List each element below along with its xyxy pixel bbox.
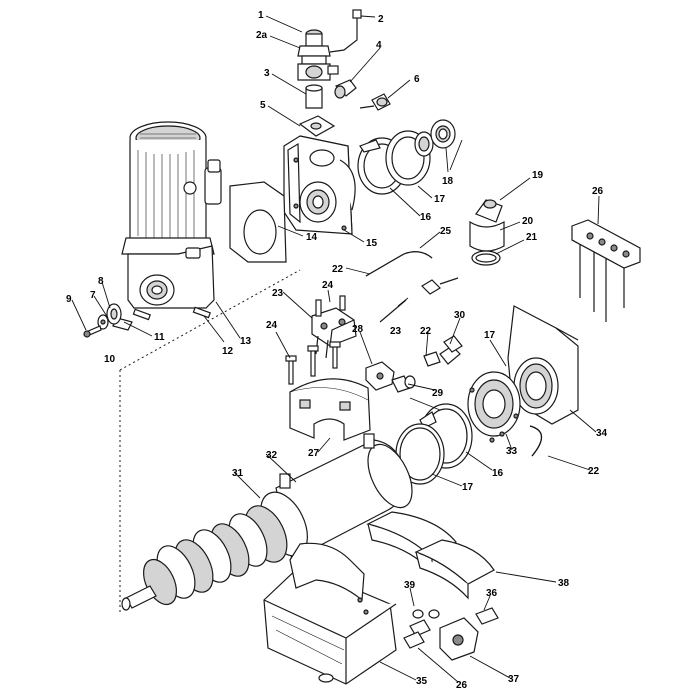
shaft-parts-7-8-9 [83, 303, 122, 338]
barrel [275, 433, 413, 561]
callout-16-lower: 16 [492, 468, 504, 479]
callout-26-lower: 26 [456, 680, 468, 691]
callout-7: 7 [90, 290, 96, 301]
callout-27: 27 [308, 448, 320, 459]
leader-lines [71, 15, 600, 683]
callout-22-middle: 22 [420, 326, 432, 337]
valve-assembly [297, 9, 362, 137]
callout-12: 12 [222, 346, 234, 357]
callout-11: 11 [154, 332, 165, 343]
callout-22-upper: 22 [332, 264, 344, 275]
bolts-24-lower [285, 341, 341, 385]
callout-36: 36 [486, 588, 498, 599]
half-clamp [289, 378, 371, 441]
motor-gearbox [112, 121, 222, 331]
hoses [365, 251, 543, 457]
callout-23-left: 23 [272, 288, 284, 299]
callout-23-right: 23 [390, 326, 402, 337]
callout-1: 1 [258, 10, 264, 21]
callout-25: 25 [440, 226, 452, 237]
callout-38: 38 [558, 578, 570, 589]
clamp-rings-middle [395, 371, 521, 485]
callout-34: 34 [596, 428, 608, 439]
callout-30: 30 [454, 310, 466, 321]
callout-31: 31 [232, 468, 244, 479]
callout-17-upper: 17 [434, 194, 446, 205]
callout-10: 10 [104, 354, 116, 365]
callout-5: 5 [260, 100, 266, 111]
valve-part-6 [359, 93, 391, 111]
callout-26-upper: 26 [592, 186, 604, 197]
callout-24-upper: 24 [322, 280, 334, 291]
callout-17-lower: 17 [462, 482, 474, 493]
inlet-neck [469, 199, 505, 266]
callout-39: 39 [404, 580, 416, 591]
callout-17-right: 17 [484, 330, 496, 341]
callout-22-lower: 22 [588, 466, 600, 477]
callout-14: 14 [306, 232, 318, 243]
callout-2: 2 [378, 14, 384, 25]
callout-15: 15 [366, 238, 378, 249]
clamp-rings-upper [357, 119, 456, 195]
callout-9: 9 [66, 294, 72, 305]
callout-13: 13 [240, 336, 252, 347]
assembly-guide-line [119, 269, 301, 614]
callout-20: 20 [522, 216, 534, 227]
callout-16-upper: 16 [420, 212, 432, 223]
small-valves [365, 335, 463, 393]
screw-conveyor [121, 491, 308, 611]
callout-24-lower: 24 [266, 320, 278, 331]
callout-29: 29 [432, 388, 444, 399]
callout-4: 4 [376, 40, 382, 51]
callout-21: 21 [526, 232, 538, 243]
callout-18: 18 [442, 176, 454, 187]
callouts: 1 2a 2 3 4 5 6 7 8 9 10 11 12 13 14 15 1… [66, 10, 608, 691]
callout-2a: 2a [256, 30, 268, 41]
callout-33: 33 [506, 446, 518, 457]
callout-8: 8 [98, 276, 104, 287]
callout-3: 3 [264, 68, 270, 79]
callout-37: 37 [508, 674, 520, 685]
end-plate [507, 305, 579, 425]
callout-35: 35 [416, 676, 428, 687]
pump-housing [283, 135, 356, 235]
base-tray [263, 542, 397, 685]
sensor-parts [403, 607, 499, 661]
callout-28: 28 [352, 324, 364, 335]
flange-gasket [229, 181, 287, 263]
trough-halves [366, 511, 495, 600]
valve-block [311, 295, 357, 359]
callout-19: 19 [532, 170, 544, 181]
terminal-strip [571, 219, 641, 322]
callout-6: 6 [414, 74, 420, 85]
callout-32: 32 [266, 450, 278, 461]
